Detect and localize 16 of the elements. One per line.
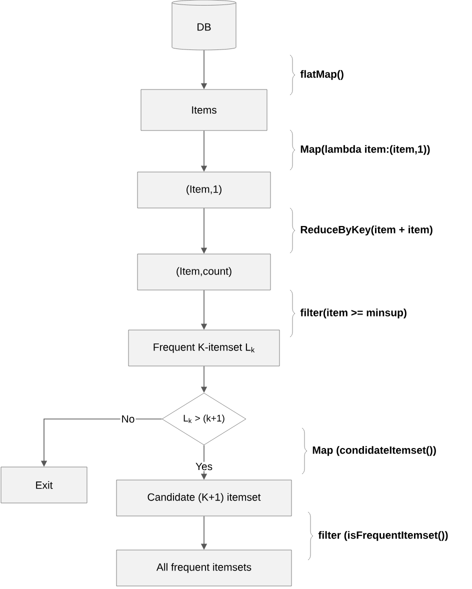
process-box: Items [140,89,268,131]
operation-label: filter (isFrequentItemset()) [318,531,448,541]
operation-label: Map (condidateItemset()) [312,446,436,456]
operation-label: Map(lambda item:(item,1)) [300,145,430,155]
database-cylinder: DB [172,0,236,50]
process-box: All frequent itemsets [116,550,292,586]
process-box: (Item,1) [137,172,271,208]
process-box: (Item,count) [137,254,271,290]
process-box: Candidate (K+1) itemset [116,480,292,516]
operation-label: flatMap() [300,70,344,80]
operation-label: filter(item >= minsup) [300,308,406,318]
operation-label: ReduceByKey(item + item) [300,226,432,236]
process-box: Frequent K-itemset L$_{k}$ [128,330,280,366]
process-box: Exit [0,466,88,504]
edge-label: Yes [194,462,214,472]
edge-label: No [120,414,136,424]
